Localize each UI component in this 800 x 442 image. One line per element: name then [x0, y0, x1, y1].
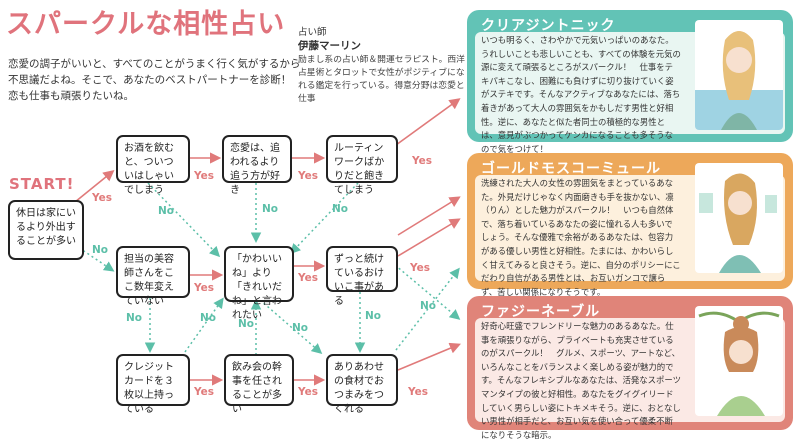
question-kawaii: 「かわいいね」より「きれいだね」と言われたい: [224, 246, 294, 321]
yes-label: Yes: [92, 192, 113, 204]
yes-label: Yes: [410, 262, 431, 274]
woman-illustration-icon: [695, 163, 783, 273]
arrow-sake-to-kawaii: [147, 182, 221, 258]
result-card-gold-moscow-mule: ゴールドモスコーミュール 洗練された大人の女性の雰囲気をまとっているあなた。外見…: [467, 153, 793, 297]
result-card-fuzzy-navel: ファジーネーブル 好奇心旺盛でフレンドリーな魅力のあるあなた。仕事を頑張りながら…: [467, 296, 793, 440]
result-body: いつも明るく、さわやかで元気いっぱいのあなた。うれしいことも悲しいことも、すべて…: [481, 35, 681, 154]
yes-label: Yes: [298, 170, 319, 182]
arrow-routine-to-kawaii: [289, 182, 359, 255]
start-label: START!: [9, 175, 75, 193]
yes-label: Yes: [298, 272, 319, 284]
no-label: No: [365, 310, 382, 322]
woman-illustration-icon: [695, 20, 783, 130]
intro-text: 恋愛の調子がいいと、すべてのことがうまく行く気がするから不思議だよね。そこで、あ…: [8, 58, 302, 102]
no-label: No: [158, 205, 175, 217]
woman-illustration-icon: [695, 306, 783, 416]
result-body: 好奇心旺盛でフレンドリーな魅力のあるあなた。仕事を頑張りながら、プライベートも充…: [481, 321, 681, 440]
arrow-routine-yes-r2: [397, 196, 461, 236]
result-title: ゴールドモスコーミュール: [481, 161, 661, 177]
result-card-clear-gin-tonic: クリアジントニック いつも明るく、さわやかで元気いっぱいのあなた。うれしいことも…: [467, 10, 793, 154]
question-leftover: ありあわせの食材でおつまみをつくれる: [326, 354, 398, 415]
yes-label: Yes: [298, 386, 319, 398]
arrow-oshi-to-r2: [397, 218, 461, 257]
question-salon: 担当の美容師さんをここ数年変えていない: [116, 246, 190, 307]
arrow-leftover-to-r3: [397, 342, 461, 371]
question-sake: お酒を飲むと、ついついはしゃいでしまう: [116, 135, 190, 196]
yes-label: Yes: [412, 155, 433, 167]
arrow-routine-to-r1: [395, 98, 461, 146]
arrow-kawaii-to-leftover: [259, 299, 323, 354]
author-role: 占い師: [298, 27, 327, 38]
question-love: 恋愛は、追われるより追う方が好き: [222, 135, 292, 196]
result-title: クリアジントニック: [481, 18, 616, 34]
yes-label: Yes: [194, 386, 215, 398]
question-outdoor: 休日は家にいるより外出することが多い: [8, 200, 84, 260]
no-label: No: [332, 203, 349, 215]
no-label: No: [126, 312, 143, 324]
no-label: No: [292, 322, 309, 334]
no-label: No: [238, 318, 255, 330]
author-name: 伊藤マーリン: [298, 40, 361, 52]
yes-label: Yes: [408, 386, 429, 398]
page-title: スパークルな相性占い: [6, 9, 286, 40]
question-party: 飲み会の幹事を任されることが多い: [224, 354, 294, 415]
no-label: No: [420, 300, 437, 312]
arrow-start-to-sake: [74, 169, 115, 203]
author-description: 励まし系の占い師＆開運セラピスト。西洋占星術とタロットで女性がポジティブになれる…: [298, 55, 465, 104]
yes-label: Yes: [194, 282, 215, 294]
arrow-leftover-to-r2: [395, 267, 460, 351]
arrow-credit-to-kawaii: [184, 297, 224, 353]
no-label: No: [92, 244, 109, 256]
yes-label: Yes: [194, 170, 215, 182]
result-title: ファジーネーブル: [481, 304, 601, 320]
question-credit: クレジットカードを３枚以上持っている: [116, 354, 190, 415]
question-oshi: ずっと続けているおけいこ事がある: [326, 246, 398, 307]
no-label: No: [262, 203, 279, 215]
flowchart-arrows: [74, 98, 461, 386]
arrow-oshi-to-r3: [394, 264, 461, 320]
question-routine: ルーティンワークばかりだと飽きてしまう: [326, 135, 398, 196]
result-body: 洗練された大人の女性の雰囲気をまとっているあなた。外見だけじゃなく内面磨きも手を…: [481, 178, 681, 297]
no-label: No: [200, 312, 217, 324]
